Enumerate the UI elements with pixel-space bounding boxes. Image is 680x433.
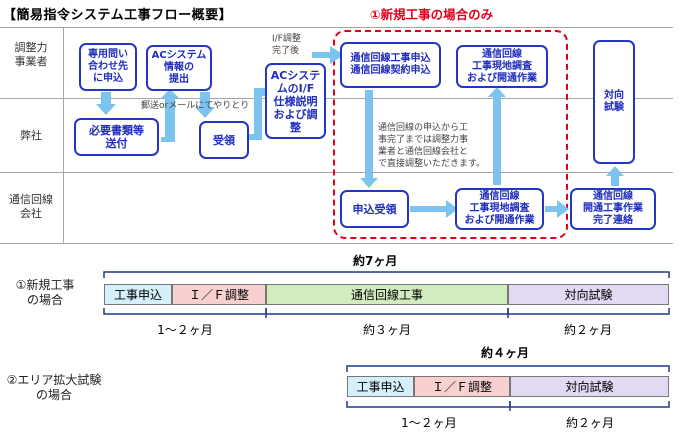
arrow-lineapply-to-applyreceive	[360, 90, 378, 188]
case2-dur-2: 約２ヶ月	[565, 416, 614, 430]
new-construction-only-label: ①新規工事の場合のみ	[370, 7, 494, 22]
arrow-applyreceive-to-surveybottom	[410, 200, 458, 218]
survey-bottom-box: 通信回線 工事現地調査 および開通作業	[455, 188, 544, 230]
lane-divider-1	[0, 98, 673, 99]
case1-bar-test: 対向試験	[508, 284, 669, 305]
lane-divider-top	[0, 27, 673, 28]
mail-exchange-note: 郵送orメールにてやりとり	[141, 101, 250, 111]
docs-send-box: 必要書類等 送付	[74, 118, 159, 156]
case1-dur-3: 約２ヶ月	[563, 323, 612, 337]
acif-spec-box: ACシステ ムのI/F 仕様説明 および調 整	[265, 63, 326, 139]
case1-label: ①新規工事 の場合	[15, 278, 75, 307]
case1-total-duration: 約7ヶ月	[353, 254, 398, 268]
completion-notice-box: 通信回線 開通工事作業 完了連絡	[570, 188, 656, 230]
new-construction-only-region	[333, 30, 568, 239]
case1-bar-apply: 工事申込	[104, 284, 172, 305]
case2-bar-apply: 工事申込	[347, 376, 414, 397]
case2-dur-1: 1～２ヶ月	[401, 416, 457, 430]
survey-top-box: 通信回線 工事現地調査 および開通作業	[456, 45, 548, 88]
apply-receive-box: 申込受領	[340, 190, 409, 228]
if-done-note: I/F調整 完了後	[272, 34, 301, 56]
row-label-our-company: 弊社	[20, 129, 42, 142]
case2-total-duration: 約４ヶ月	[481, 346, 530, 360]
lane-label-divider	[63, 27, 64, 243]
ac-system-info-box: ACシステム 情報の 提出	[146, 45, 212, 91]
line-apply-box: 通信回線工事申込 通信回線契約申込	[340, 42, 441, 88]
opposite-test-box: 対向 試験	[593, 40, 635, 164]
inquiry-application-box: 専用問い 合わせ先 に申込	[79, 43, 137, 91]
receive-box: 受領	[199, 121, 249, 159]
case2-bar-test: 対向試験	[510, 376, 669, 397]
row-label-carrier: 通信回線 会社	[9, 193, 53, 220]
row-label-adjuster: 調整力 事業者	[14, 41, 48, 68]
page-title: 【簡易指令システム工事フロー概要】	[3, 8, 233, 23]
lane-divider-bottom	[0, 243, 673, 244]
arrow-acinfo-to-receive	[195, 92, 215, 118]
arrow-completion-to-test	[606, 166, 624, 186]
case1-dur-1: 1～２ヶ月	[157, 323, 213, 337]
direct-coordination-note: 通信回線の申込から工 事完了までは調整力事 業者と通信回線会社と で直接調整いた…	[378, 123, 486, 169]
case1-dur-2: 約３ヶ月	[362, 323, 411, 337]
case1-bar-line: 通信回線工事	[266, 284, 508, 305]
case1-bar-if: Ｉ／Ｆ調整	[172, 284, 266, 305]
arrow-inquiry-to-docs	[96, 92, 116, 115]
arrow-docs-to-acinfo	[161, 89, 179, 142]
case2-bar-if: Ｉ／Ｆ調整	[414, 376, 510, 397]
case2-label: ②エリア拡大試験 の場合	[6, 373, 102, 402]
arrow-surveybottom-to-surveytop	[488, 87, 506, 185]
lane-divider-2	[0, 172, 673, 173]
arrow-acif-to-lineapply	[312, 46, 344, 64]
arrow-surveybottom-to-completion	[545, 200, 569, 218]
